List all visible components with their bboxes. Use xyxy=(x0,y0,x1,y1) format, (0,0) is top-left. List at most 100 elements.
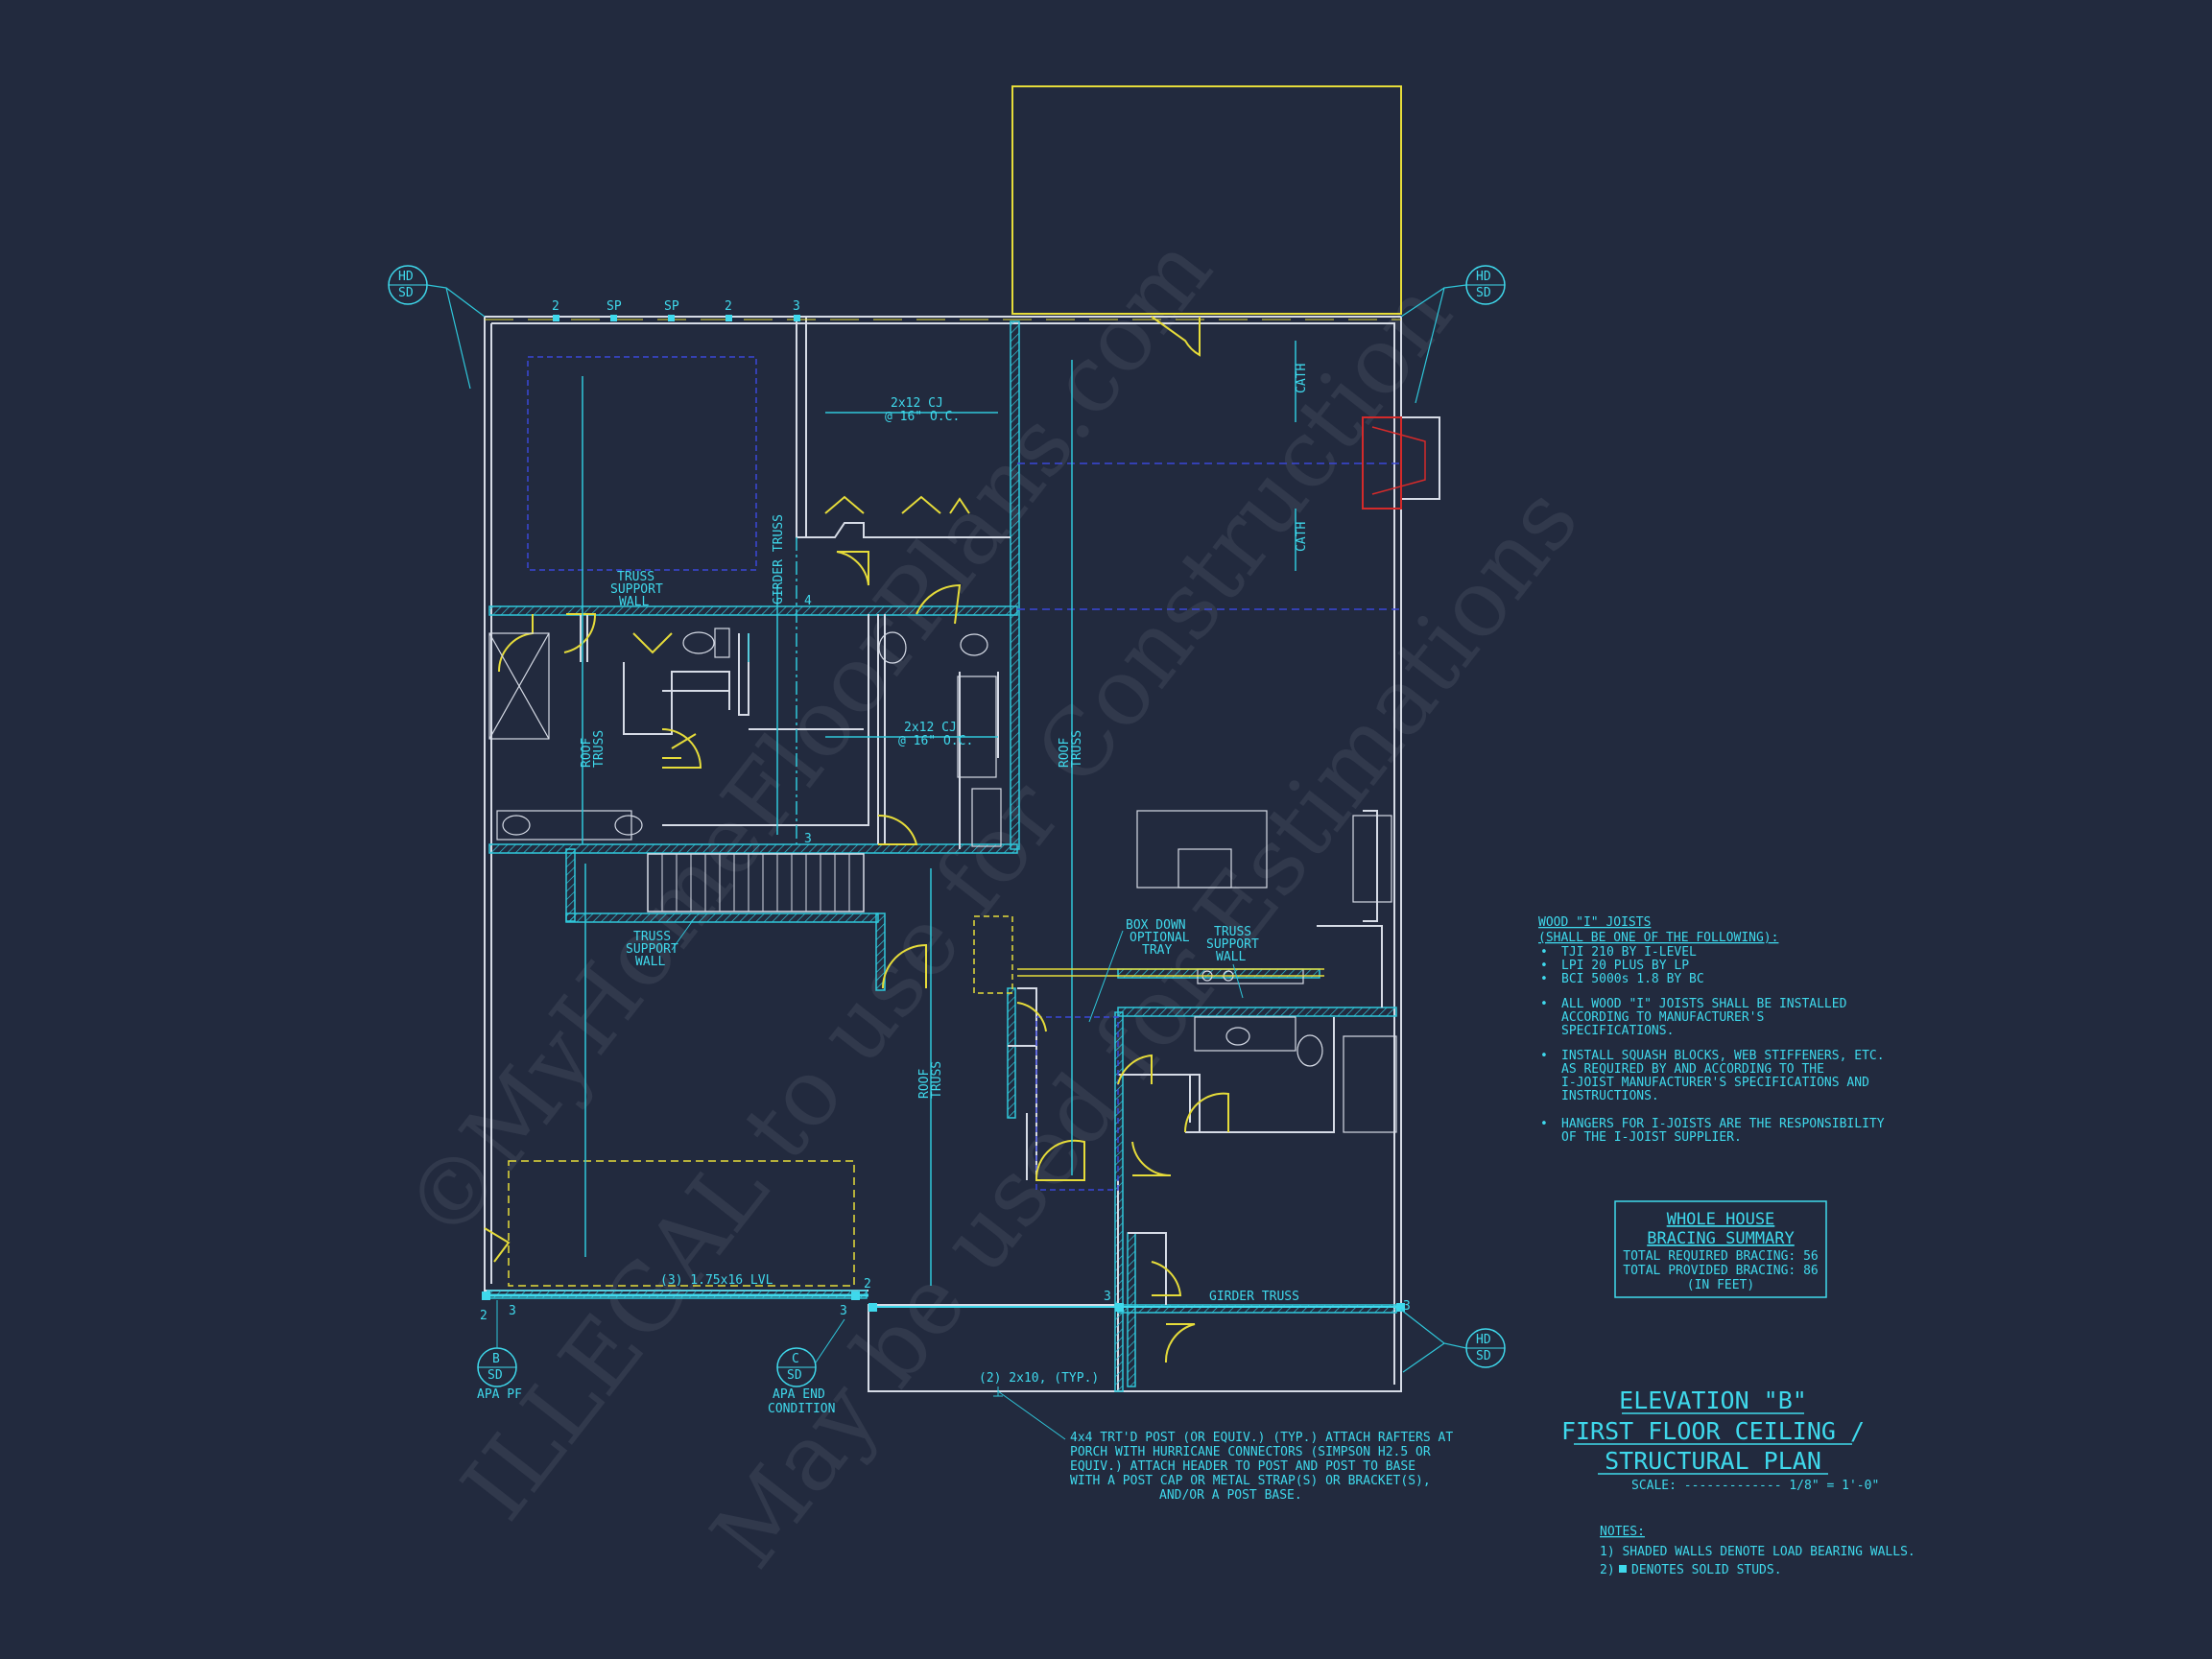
span-arrows xyxy=(582,341,1296,1286)
svg-text:BCI 5000s 1.8 BY BC: BCI 5000s 1.8 BY BC xyxy=(1561,972,1704,986)
svg-text:ACCORDING TO MANUFACTURER'S: ACCORDING TO MANUFACTURER'S xyxy=(1561,1010,1764,1025)
svg-text:OPTIONAL: OPTIONAL xyxy=(1130,931,1190,945)
svg-text:NOTES:: NOTES: xyxy=(1600,1525,1645,1539)
svg-text:@ 16" O.C.: @ 16" O.C. xyxy=(898,734,973,748)
svg-text:1) SHADED WALLS DENOTE LOAD BE: 1) SHADED WALLS DENOTE LOAD BEARING WALL… xyxy=(1600,1545,1915,1559)
svg-text:SPECIFICATIONS.: SPECIFICATIONS. xyxy=(1561,1024,1674,1038)
svg-text:DENOTES SOLID STUDS.: DENOTES SOLID STUDS. xyxy=(1631,1563,1782,1577)
svg-text:3: 3 xyxy=(509,1304,516,1318)
svg-text:HD: HD xyxy=(398,270,414,284)
svg-text:SD: SD xyxy=(787,1368,802,1383)
svg-text:SD: SD xyxy=(1476,286,1491,300)
stairs xyxy=(647,853,865,912)
svg-text:STRUCTURAL PLAN: STRUCTURAL PLAN xyxy=(1605,1447,1821,1475)
svg-text:•: • xyxy=(1540,1049,1548,1063)
svg-text:APA PF: APA PF xyxy=(477,1387,522,1402)
svg-text:(2) 2x10, (TYP.): (2) 2x10, (TYP.) xyxy=(979,1371,1099,1386)
svg-text:SUPPORT: SUPPORT xyxy=(1206,937,1259,952)
svg-text:2): 2) xyxy=(1600,1563,1615,1577)
svg-text:GIRDER TRUSS: GIRDER TRUSS xyxy=(1209,1290,1299,1304)
svg-text:WHOLE HOUSE: WHOLE HOUSE xyxy=(1667,1210,1775,1229)
svg-text:CATH: CATH xyxy=(1295,522,1309,552)
svg-text:2x12 CJ: 2x12 CJ xyxy=(891,396,943,411)
svg-text:3: 3 xyxy=(1403,1299,1411,1314)
svg-text:2: 2 xyxy=(480,1309,488,1323)
svg-text:CONDITION: CONDITION xyxy=(768,1402,835,1416)
beams xyxy=(485,319,1401,1308)
fireplace xyxy=(1362,416,1440,510)
svg-text:APA END: APA END xyxy=(773,1387,825,1402)
svg-text:SD: SD xyxy=(488,1368,503,1383)
svg-text:FIRST FLOOR CEILING /: FIRST FLOOR CEILING / xyxy=(1561,1417,1865,1445)
svg-text:AS REQUIRED BY AND ACCORDING T: AS REQUIRED BY AND ACCORDING TO THE xyxy=(1561,1062,1824,1077)
tray-ceilings xyxy=(527,356,1401,1191)
svg-text:(3) 1.75x16 LVL: (3) 1.75x16 LVL xyxy=(660,1273,773,1288)
svg-text:HANGERS FOR I-JOISTS ARE THE R: HANGERS FOR I-JOISTS ARE THE RESPONSIBIL… xyxy=(1561,1117,1885,1131)
svg-text:TRUSS: TRUSS xyxy=(1214,925,1251,939)
svg-text:I-JOIST MANUFACTURER'S SPECIFI: I-JOIST MANUFACTURER'S SPECIFICATIONS AN… xyxy=(1561,1076,1869,1090)
plan-labels: 2x12 CJ @ 16" O.C. 2x12 CJ @ 16" O.C. TR… xyxy=(580,364,1453,1503)
svg-text:•: • xyxy=(1540,945,1548,960)
svg-text:•: • xyxy=(1540,972,1548,986)
svg-text:ROOF: ROOF xyxy=(580,738,594,768)
page-title: ELEVATION "B" xyxy=(1619,1386,1807,1414)
svg-text:•: • xyxy=(1540,1117,1548,1131)
svg-text:SP: SP xyxy=(664,299,679,314)
callout-b-sd: B SD APA PF xyxy=(477,1300,522,1402)
svg-text:TRUSS: TRUSS xyxy=(930,1061,944,1099)
svg-text:BRACING SUMMARY: BRACING SUMMARY xyxy=(1647,1229,1795,1248)
svg-text:TRAY: TRAY xyxy=(1142,943,1172,958)
deck-outline xyxy=(1011,85,1402,315)
plumbing-fixtures xyxy=(488,628,1397,1133)
svg-text:(IN FEET): (IN FEET) xyxy=(1687,1278,1754,1292)
svg-text:GIRDER TRUSS: GIRDER TRUSS xyxy=(772,514,786,604)
svg-text:C: C xyxy=(792,1352,799,1366)
svg-text:TJI 210 BY I-LEVEL: TJI 210 BY I-LEVEL xyxy=(1561,945,1697,960)
solid-studs xyxy=(482,315,1405,1312)
svg-text:TRUSS: TRUSS xyxy=(1070,730,1084,768)
svg-text:•: • xyxy=(1540,959,1548,973)
svg-text:WITH A POST CAP OR METAL STRAP: WITH A POST CAP OR METAL STRAP(S) OR BRA… xyxy=(1070,1474,1431,1488)
svg-text:WALL: WALL xyxy=(635,955,665,969)
svg-text:HD: HD xyxy=(1476,270,1491,284)
callout-hd-sd-bottom-right: HD SD xyxy=(1400,1309,1506,1373)
stud-marks: 2 SP SP 2 3 4 3 2 3 2 3 3 3 xyxy=(480,299,1411,1323)
svg-text:INSTALL SQUASH BLOCKS, WEB STI: INSTALL SQUASH BLOCKS, WEB STIFFENERS, E… xyxy=(1561,1049,1885,1063)
svg-text:ALL WOOD "I" JOISTS SHALL BE I: ALL WOOD "I" JOISTS SHALL BE INSTALLED xyxy=(1561,997,1847,1011)
svg-text:3: 3 xyxy=(804,832,812,846)
svg-text:2: 2 xyxy=(864,1277,871,1292)
general-notes: NOTES: 1) SHADED WALLS DENOTE LOAD BEARI… xyxy=(1600,1525,1915,1577)
svg-text:4: 4 xyxy=(804,594,812,608)
svg-text:OF THE I-JOIST SUPPLIER.: OF THE I-JOIST SUPPLIER. xyxy=(1561,1130,1742,1145)
svg-text:WALL: WALL xyxy=(1216,950,1246,964)
svg-text:•: • xyxy=(1540,997,1548,1011)
svg-text:SUPPORT: SUPPORT xyxy=(610,582,663,597)
svg-text:SCALE: ------------- 1/8" = 1': SCALE: ------------- 1/8" = 1'-0" xyxy=(1631,1479,1879,1493)
svg-text:TRUSS: TRUSS xyxy=(592,730,607,768)
svg-text:ROOF: ROOF xyxy=(917,1069,932,1099)
callout-hd-sd-top-right: HD SD xyxy=(1400,265,1506,404)
title-block: ELEVATION "B" FIRST FLOOR CEILING / STRU… xyxy=(1561,1386,1879,1493)
svg-text:2: 2 xyxy=(725,299,732,314)
svg-text:2: 2 xyxy=(552,299,559,314)
svg-text:SP: SP xyxy=(607,299,622,314)
joist-notes: WOOD "I" JOISTS (SHALL BE ONE OF THE FOL… xyxy=(1538,915,1885,1145)
svg-text:PORCH WITH HURRICANE CONNECTOR: PORCH WITH HURRICANE CONNECTORS (SIMPSON… xyxy=(1070,1445,1431,1459)
svg-text:TRUSS: TRUSS xyxy=(633,930,671,944)
svg-text:LPI 20 PLUS BY LP: LPI 20 PLUS BY LP xyxy=(1561,959,1689,973)
svg-text:HD: HD xyxy=(1476,1333,1491,1347)
svg-text:TOTAL PROVIDED BRACING: 86: TOTAL PROVIDED BRACING: 86 xyxy=(1623,1264,1819,1278)
svg-text:@ 16" O.C.: @ 16" O.C. xyxy=(885,410,960,424)
dashed-outlines xyxy=(508,915,1013,1287)
svg-text:EQUIV.) ATTACH HEADER TO POST: EQUIV.) ATTACH HEADER TO POST AND POST T… xyxy=(1070,1459,1415,1474)
callout-c-sd: C SD APA END CONDITION xyxy=(768,1318,845,1416)
svg-text:3: 3 xyxy=(1104,1290,1111,1304)
svg-text:3: 3 xyxy=(793,299,800,314)
svg-text:ROOF: ROOF xyxy=(1058,738,1072,768)
svg-text:WOOD "I" JOISTS: WOOD "I" JOISTS xyxy=(1538,915,1651,930)
svg-text:TOTAL REQUIRED BRACING: 56: TOTAL REQUIRED BRACING: 56 xyxy=(1623,1249,1819,1264)
svg-text:CATH: CATH xyxy=(1295,364,1309,393)
interior-walls xyxy=(580,317,1383,1305)
svg-text:SUPPORT: SUPPORT xyxy=(626,942,678,957)
